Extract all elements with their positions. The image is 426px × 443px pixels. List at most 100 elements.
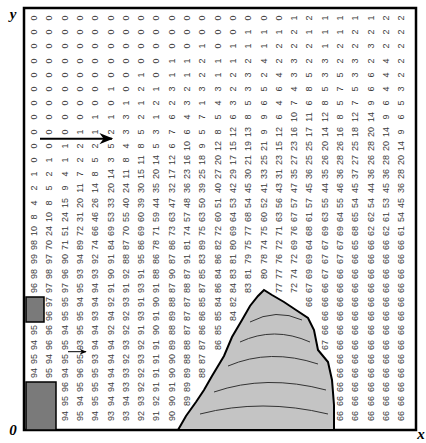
cell-value: 24 <box>60 212 69 222</box>
cell-value: 5 <box>137 129 146 134</box>
cell-value: 69 <box>106 226 115 236</box>
cell-value: 67 <box>336 240 345 250</box>
cell-value: 83 <box>244 283 253 293</box>
cell-value: 35 <box>290 169 299 179</box>
cell-value: 64 <box>336 212 345 222</box>
cell-value: 88 <box>183 283 192 293</box>
cell-value: 36 <box>366 169 375 179</box>
cell-value: 93 <box>75 340 84 350</box>
cell-value: 81 <box>183 240 192 250</box>
cell-value: 36 <box>381 169 390 179</box>
cell-value: 60 <box>213 212 222 222</box>
cell-value: 2 <box>381 30 390 35</box>
cell-value: 4 <box>274 72 283 77</box>
cell-value: 89 <box>183 368 192 378</box>
cell-value: 2 <box>75 157 84 162</box>
cell-value: 18 <box>351 127 360 137</box>
cell-value: 1 <box>30 172 39 177</box>
cell-value: 12 <box>228 127 237 137</box>
cell-value: 28 <box>397 169 406 179</box>
cell-value: 67 <box>320 340 329 350</box>
cell-value: 3 <box>213 86 222 91</box>
cell-value: 0 <box>30 15 39 20</box>
cell-value: 3 <box>351 72 360 77</box>
cell-value: 91 <box>152 411 161 421</box>
cell-value: 66 <box>397 411 406 421</box>
cell-value: 93 <box>137 354 146 364</box>
cell-value: 0 <box>30 58 39 63</box>
cell-value: 2 <box>75 143 84 148</box>
cell-value: 97 <box>45 283 54 293</box>
cell-value: 0 <box>60 115 69 120</box>
cell-value: 53 <box>106 212 115 222</box>
cell-value: 78 <box>152 240 161 250</box>
cell-value: 2 <box>397 44 406 49</box>
cell-value: 24 <box>121 183 130 193</box>
cell-value: 94 <box>91 340 100 350</box>
cell-value: 0 <box>228 15 237 20</box>
inlet-block <box>26 382 56 430</box>
cell-value: 66 <box>397 269 406 279</box>
cell-value: 83 <box>198 254 207 264</box>
cell-value: 5 <box>397 101 406 106</box>
cell-value: 0 <box>45 143 54 148</box>
cell-value: 0 <box>45 30 54 35</box>
cell-value: 67 <box>320 269 329 279</box>
cell-value: 89 <box>198 240 207 250</box>
cell-value: 96 <box>75 368 84 378</box>
cell-value: 90 <box>106 269 115 279</box>
cell-value: 77 <box>244 226 253 236</box>
cell-value: 66 <box>91 226 100 236</box>
cell-value: 25 <box>259 155 268 165</box>
cell-value: 96 <box>45 325 54 335</box>
cell-value: 98 <box>30 240 39 250</box>
cell-value: 1 <box>244 44 253 49</box>
cell-value: 76 <box>290 226 299 236</box>
cell-value: 2 <box>30 186 39 191</box>
cell-value: 0 <box>75 72 84 77</box>
cell-value: 86 <box>198 325 207 335</box>
cell-value: 72 <box>290 283 299 293</box>
cell-value: 1 <box>60 157 69 162</box>
cell-value: 12 <box>320 112 329 122</box>
cell-value: 18 <box>198 155 207 165</box>
cell-value: 76 <box>274 254 283 264</box>
cell-value: 84 <box>213 269 222 279</box>
cell-value: 20 <box>152 169 161 179</box>
cell-value: 43 <box>274 183 283 193</box>
cell-value: 14 <box>381 127 390 137</box>
cell-value: 0 <box>75 58 84 63</box>
cell-value: 1 <box>198 44 207 49</box>
cell-value: 0 <box>121 15 130 20</box>
cell-value: 2 <box>198 72 207 77</box>
cell-value: 60 <box>137 212 146 222</box>
cell-value: 0 <box>60 72 69 77</box>
cell-value: 84 <box>228 311 237 321</box>
cell-value: 6 <box>228 115 237 120</box>
cell-value: 93 <box>137 396 146 406</box>
cell-value: 15 <box>228 141 237 151</box>
cell-value: 0 <box>274 15 283 20</box>
cell-value: 90 <box>152 297 161 307</box>
cell-value: 92 <box>106 297 115 307</box>
cell-value: 72 <box>290 254 299 264</box>
cell-value: 66 <box>366 283 375 293</box>
cell-value: 73 <box>167 226 176 236</box>
cell-value: 66 <box>397 240 406 250</box>
cell-value: 16 <box>290 127 299 137</box>
cell-value: 56 <box>274 198 283 208</box>
cell-value: 0 <box>91 58 100 63</box>
cell-value: 96 <box>30 283 39 293</box>
cell-value: 45 <box>305 183 314 193</box>
cell-value: 66 <box>336 354 345 364</box>
cell-value: 45 <box>351 183 360 193</box>
cell-value: 1 <box>198 101 207 106</box>
cell-value: 59 <box>152 212 161 222</box>
cell-value: 75 <box>259 226 268 236</box>
hill-contours <box>200 314 328 414</box>
cell-value: 41 <box>259 183 268 193</box>
cell-value: 55 <box>336 198 345 208</box>
cell-value: 91 <box>121 283 130 293</box>
cell-value: 0 <box>259 15 268 20</box>
cell-value: 7 <box>198 115 207 120</box>
